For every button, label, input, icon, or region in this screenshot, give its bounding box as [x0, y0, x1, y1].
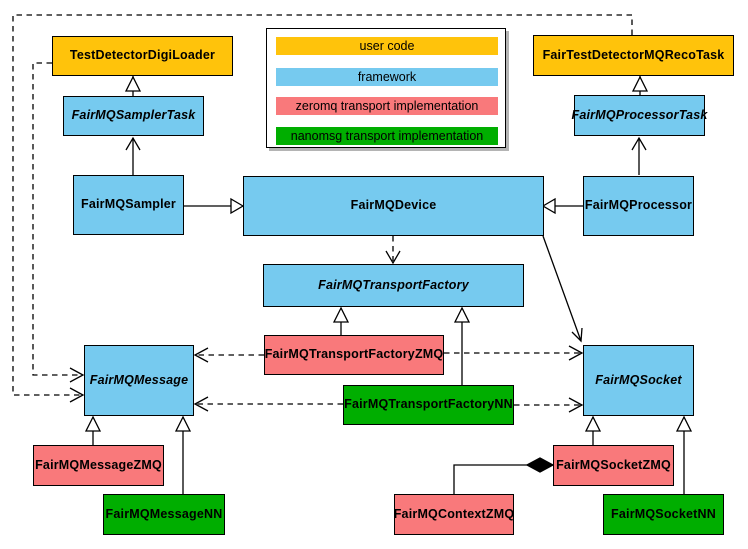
- node-testdetectordigiloader: TestDetectorDigiLoader: [52, 36, 233, 76]
- edge-processortask-recotask: [631, 75, 649, 95]
- edge-contextzmq-socketzmq: [453, 457, 555, 494]
- edge-messagenn-message: [174, 415, 192, 494]
- edge-recotask-message: [12, 14, 633, 403]
- edge-samplertask-digiloader: [124, 75, 142, 96]
- node-fairmqtransportfactorynn: FairMQTransportFactoryNN: [343, 385, 514, 425]
- node-fairmqsamplertask: FairMQSamplerTask: [63, 96, 204, 136]
- legend-item-user-code: user code: [276, 37, 498, 55]
- legend-item-nanomsg: nanomsg transport implementation: [276, 127, 498, 145]
- edge-processor-device: [541, 197, 583, 215]
- node-fairtestdetectormqrecotask: FairTestDetectorMQRecoTask: [533, 35, 734, 76]
- node-fairmqtransportfactoryzmq: FairMQTransportFactoryZMQ: [264, 335, 444, 375]
- node-fairmqsocketnn: FairMQSocketNN: [603, 494, 724, 535]
- edge-device-socket: [542, 235, 583, 343]
- edge-tfzmq-message: [193, 347, 264, 363]
- node-fairmqmessage: FairMQMessage: [84, 345, 194, 416]
- edge-socketzmq-socket: [584, 415, 602, 445]
- node-fairmqsampler: FairMQSampler: [73, 175, 184, 235]
- node-fairmqtransportfactory: FairMQTransportFactory: [263, 264, 524, 307]
- node-fairmqsocket: FairMQSocket: [583, 345, 694, 416]
- edge-tfzmq-socket: [444, 345, 584, 361]
- edge-tfnn-transportfactory: [453, 306, 471, 385]
- edge-digiloader-message: [32, 62, 85, 383]
- edge-messagezmq-message: [84, 415, 102, 445]
- node-fairmqcontextzmq: FairMQContextZMQ: [394, 494, 514, 535]
- edge-sampler-device: [184, 197, 245, 215]
- node-fairmqmessagezmq: FairMQMessageZMQ: [33, 445, 164, 486]
- edge-device-transportfactory: [385, 236, 401, 265]
- node-fairmqmessagenn: FairMQMessageNN: [103, 494, 225, 535]
- node-fairmqdevice: FairMQDevice: [243, 176, 544, 236]
- edge-tfnn-message: [193, 396, 343, 412]
- edge-processor-processortask: [631, 136, 647, 175]
- node-fairmqprocessor: FairMQProcessor: [583, 176, 694, 236]
- edge-socketnn-socket: [675, 415, 693, 494]
- edge-tfzmq-transportfactory: [332, 306, 350, 335]
- legend-box: user code framework zeromq transport imp…: [266, 28, 506, 148]
- edge-sampler-samplertask: [125, 136, 141, 175]
- node-fairmqsocketzmq: FairMQSocketZMQ: [553, 445, 674, 486]
- legend-item-framework: framework: [276, 68, 498, 86]
- legend-item-zeromq: zeromq transport implementation: [276, 97, 498, 115]
- node-fairmqprocessortask: FairMQProcessorTask: [571, 95, 707, 136]
- edge-tfnn-socket: [514, 397, 584, 413]
